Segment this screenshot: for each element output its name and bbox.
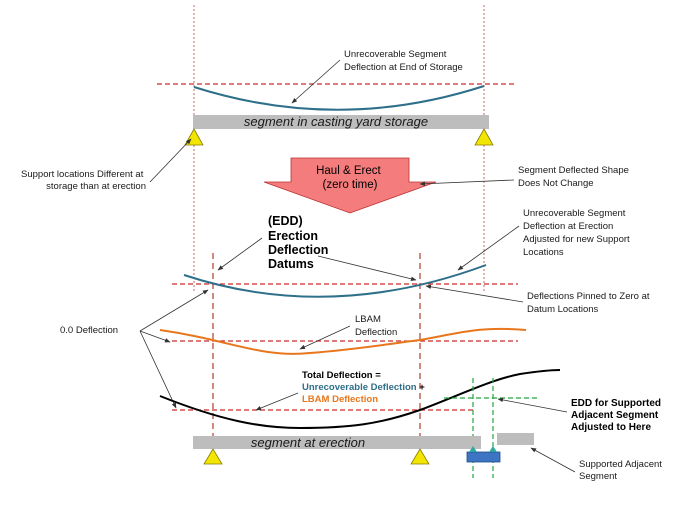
casting-yard-segment (193, 115, 489, 129)
edd-supported-label: EDD for Supported Adjacent Segment Adjus… (571, 398, 664, 433)
storage-deflection-curve (193, 85, 485, 111)
erection-support-right (410, 448, 430, 465)
erection-segment-label: segment at erection (251, 435, 365, 450)
unrecoverable-erection-label: Unrecoverable Segment Deflection at Erec… (523, 208, 632, 258)
haul-erect-arrow (263, 157, 437, 214)
segment-shape-leader (419, 179, 515, 187)
supported-adjacent-block (466, 451, 501, 463)
adjacent-support-left (469, 446, 477, 452)
total-deflection-label: Total Deflection = Unrecoverable Deflect… (302, 370, 427, 405)
zero-deflection-label: 0.0 Deflection (60, 325, 118, 336)
segment-shape-label: Segment Deflected Shape Does Not Change (518, 165, 632, 189)
lbam-label: LBAM Deflection (355, 314, 397, 338)
edd-title: (EDD) Erection Deflection Datums (268, 214, 332, 271)
unrecoverable-storage-leader (291, 59, 341, 104)
supported-adjacent-label: Supported Adjacent Segment (579, 459, 665, 482)
storage-support-right (474, 128, 494, 146)
erection-support-left (203, 448, 223, 465)
lbam-leader (299, 325, 351, 350)
haul-erect-label: Haul & Erect (zero time) (316, 165, 384, 191)
total-deflection-leader (255, 392, 299, 411)
zero-deflection-leader-2 (139, 330, 171, 343)
supported-adjacent-leader (530, 447, 576, 473)
erection-segment (193, 436, 481, 449)
edd-supported-leader (497, 397, 568, 413)
adjacent-support-right (489, 446, 497, 452)
total-deflection-curve (159, 369, 561, 430)
lbam-deflection-curve (159, 327, 527, 355)
casting-yard-label: segment in casting yard storage (244, 114, 428, 129)
pinned-zero-leader (425, 284, 524, 303)
pinned-zero-label: Deflections Pinned to Zero at Datum Loca… (527, 291, 652, 315)
unrecoverable-erection-leader (457, 225, 520, 271)
unrecoverable-storage-label: Unrecoverable Segment Deflection at End … (344, 49, 463, 73)
zero-deflection-leader-1 (139, 289, 209, 332)
support-locations-leader (149, 138, 192, 183)
erection-unrecoverable-curve (183, 264, 487, 298)
zero-deflection-leader-3 (139, 330, 177, 409)
edd-leader-right (317, 255, 417, 281)
adjacent-segment (497, 433, 534, 445)
support-locations-label: Support locations Different at storage t… (21, 169, 146, 192)
edd-leader-left (217, 237, 263, 271)
